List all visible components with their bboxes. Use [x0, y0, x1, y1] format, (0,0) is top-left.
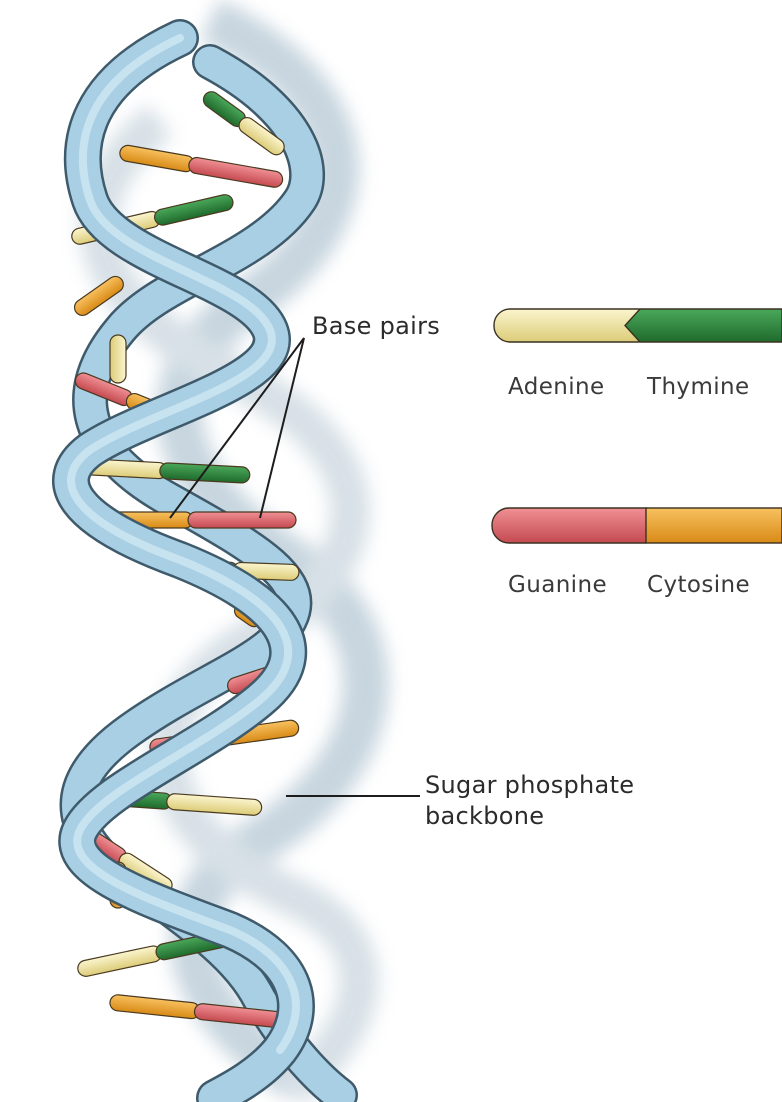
base-pair-1 — [202, 91, 285, 156]
key-adenine-label: Adenine — [508, 374, 605, 400]
key-bar-gc — [491, 507, 782, 544]
base-pairs-label: Base pairs — [312, 312, 441, 340]
key-cytosine-bar — [645, 507, 782, 544]
base-pair-17 — [109, 994, 300, 1030]
key-thymine-label: Thymine — [647, 374, 750, 400]
base-pair-8 — [107, 511, 297, 529]
base-pairs-leader-1 — [169, 337, 305, 519]
sugar-phosphate-label-line2: backbone — [425, 802, 545, 830]
key-guanine-bar — [491, 507, 663, 544]
sugar-phosphate-label: Sugar phosphate backbone — [425, 770, 634, 832]
base-pairs-leader-2 — [259, 337, 305, 519]
leader-lines — [169, 337, 420, 797]
key-cytosine-label: Cytosine — [647, 572, 751, 598]
key-bar-at — [493, 308, 782, 343]
key-thymine-bar — [624, 308, 782, 343]
base-pair-5 — [109, 334, 127, 384]
sugar-phosphate-label-line1: Sugar phosphate — [425, 771, 635, 799]
base-pair-2 — [119, 144, 284, 188]
base-pair-4 — [73, 275, 124, 317]
key-guanine-label: Guanine — [508, 572, 607, 598]
